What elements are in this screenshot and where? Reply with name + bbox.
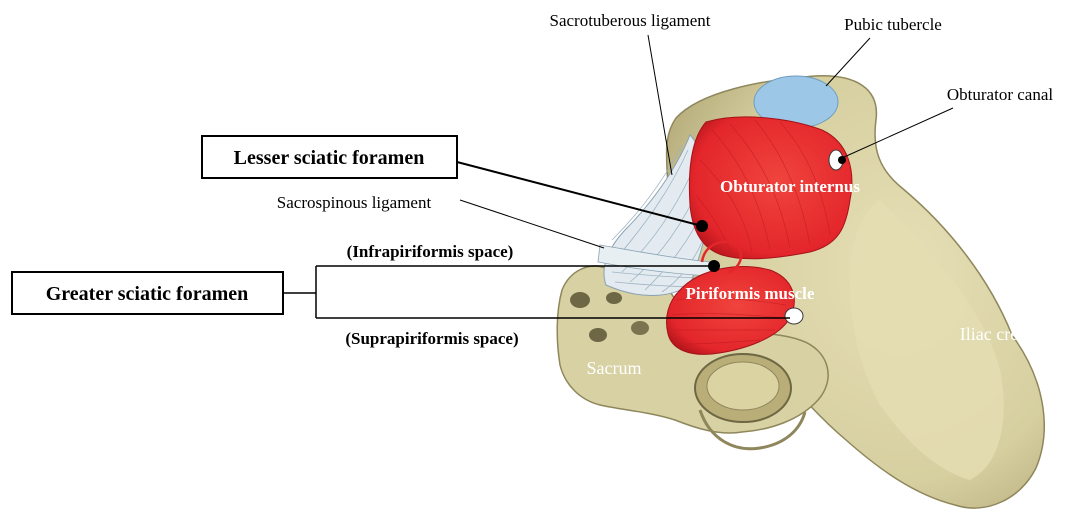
suprapiriformis-opening — [785, 308, 803, 324]
label-suprapiriformis-space: (Suprapiriformis space) — [345, 329, 518, 348]
vertebral-disc — [707, 362, 779, 410]
obturator-canal-marker — [838, 156, 846, 164]
label-sacrotuberous-ligament: Sacrotuberous ligament — [550, 11, 711, 30]
label-iliac-crest: Iliac crest — [960, 324, 1030, 344]
label-piriformis-muscle: Piriformis muscle — [686, 284, 815, 303]
sacral-foramen — [606, 292, 622, 304]
label-sacrum: Sacrum — [587, 358, 642, 378]
sacral-foramen — [570, 292, 590, 308]
sacral-foramen — [589, 328, 607, 342]
label-sacrospinous-ligament: Sacrospinous ligament — [277, 193, 432, 212]
label-obturator-canal: Obturator canal — [947, 85, 1053, 104]
sacral-foramen — [631, 321, 649, 335]
lesser-sciatic-foramen-marker — [696, 220, 708, 232]
label-obturator-internus: Obturator internus — [720, 177, 860, 196]
label-pubic-tubercle: Pubic tubercle — [844, 15, 942, 34]
label-lesser-sciatic-foramen: Lesser sciatic foramen — [234, 147, 425, 169]
label-infrapiriformis-space: (Infrapiriformis space) — [347, 242, 514, 261]
infrapiriformis-marker — [708, 260, 720, 272]
label-greater-sciatic-foramen: Greater sciatic foramen — [46, 283, 249, 305]
